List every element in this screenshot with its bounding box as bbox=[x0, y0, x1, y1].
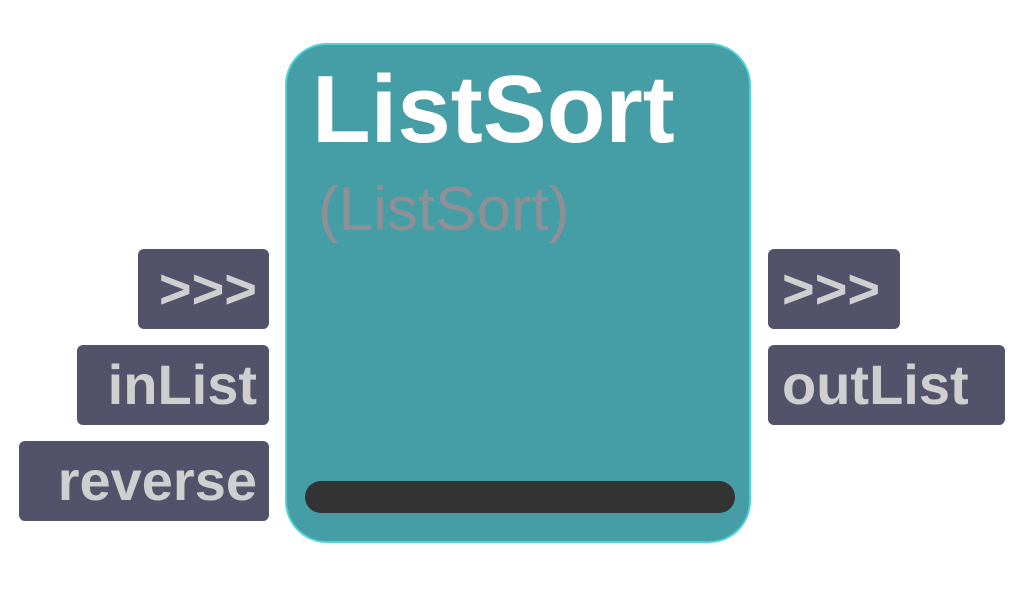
node-title: ListSort bbox=[312, 56, 675, 163]
node-progress-bar bbox=[305, 481, 735, 513]
node-subtitle: (ListSort) bbox=[318, 175, 570, 244]
listsort-node[interactable]: ListSort (ListSort) bbox=[285, 43, 751, 543]
input-port-inlist[interactable]: inList bbox=[77, 345, 269, 425]
output-port-exec[interactable]: >>> bbox=[768, 249, 900, 329]
input-port-exec[interactable]: >>> bbox=[138, 249, 269, 329]
output-port-outlist[interactable]: outList bbox=[768, 345, 1005, 425]
input-port-reverse[interactable]: reverse bbox=[19, 441, 269, 521]
